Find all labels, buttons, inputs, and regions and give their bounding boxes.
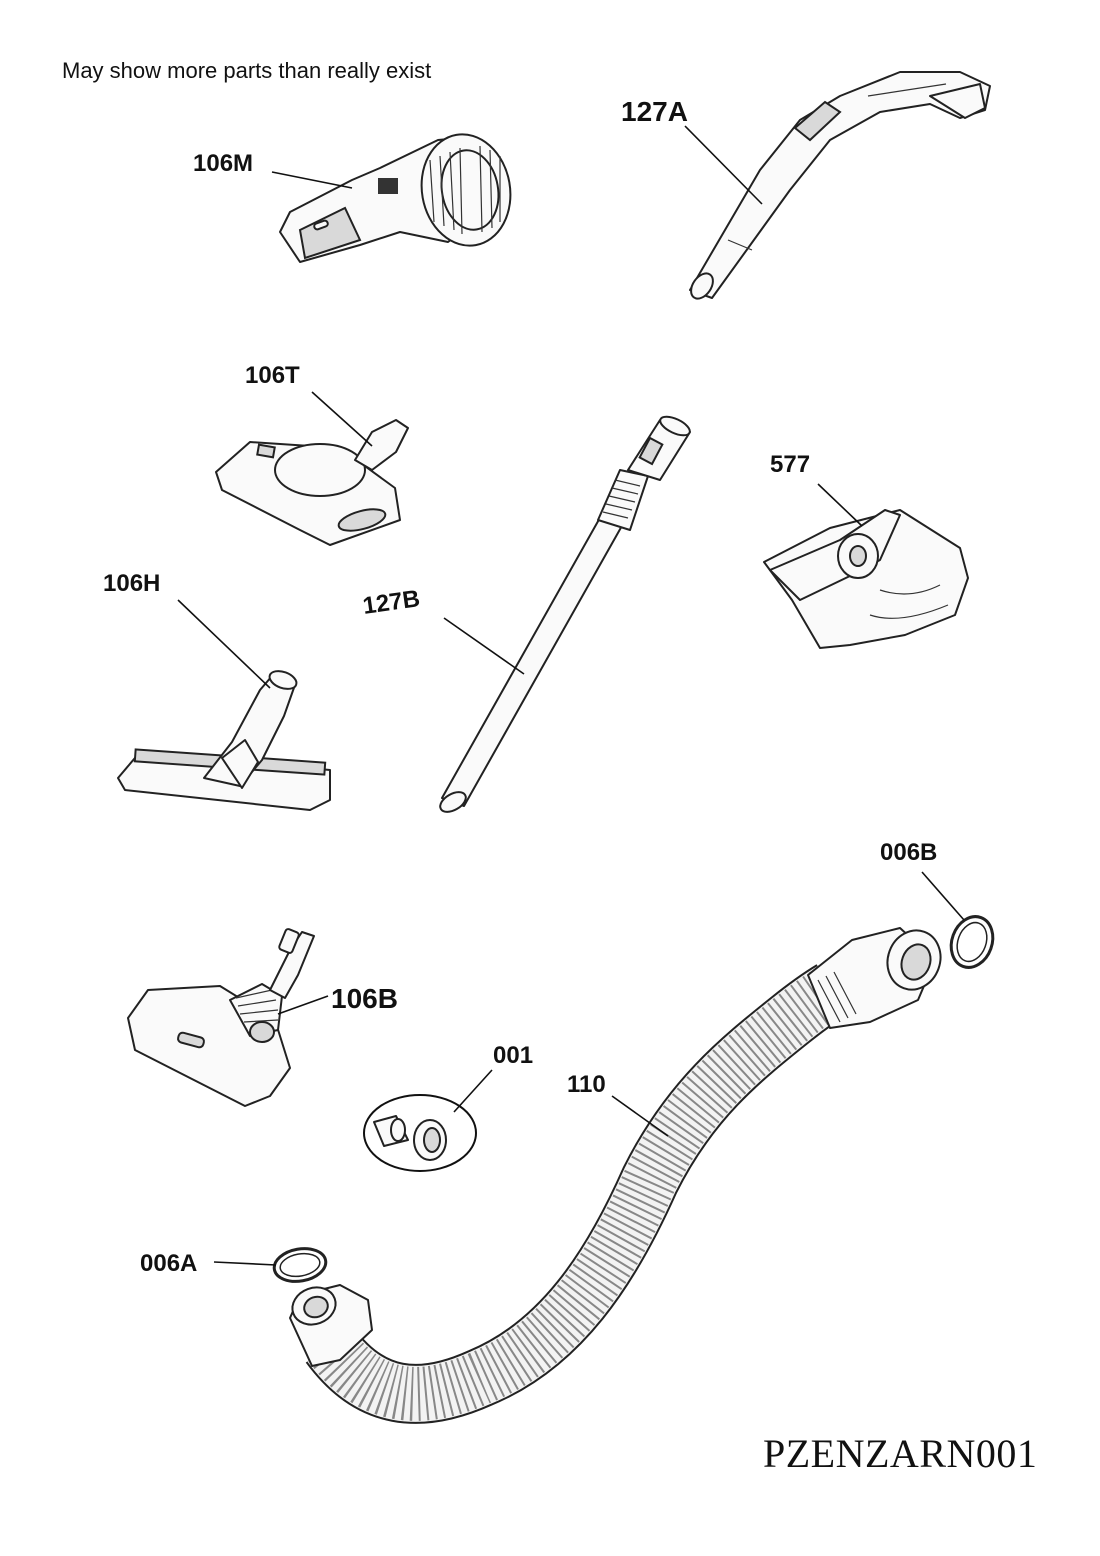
diagram-code: PZENZARN001 [763, 1431, 1038, 1476]
label-127A: 127A [621, 96, 688, 127]
label-106H: 106H [103, 570, 160, 597]
part-106M-combination-nozzle[interactable] [279, 127, 519, 263]
part-106B-floor-nozzle[interactable] [127, 928, 315, 1107]
part-006A-seal-ring[interactable] [272, 1245, 329, 1286]
part-127B-telescopic-tube[interactable] [437, 413, 693, 816]
part-001-filter-set[interactable] [363, 1094, 477, 1172]
part-110-suction-hose[interactable] [287, 923, 949, 1424]
label-127B: 127B [361, 585, 422, 620]
label-577: 577 [770, 451, 810, 478]
label-110: 110 [567, 1071, 606, 1098]
leader-lines [177, 125, 965, 1266]
part-106T-turbo-nozzle[interactable] [215, 419, 409, 546]
part-577-dust-bag[interactable] [763, 509, 969, 649]
label-001: 001 [493, 1042, 533, 1069]
label-006A: 006A [140, 1250, 197, 1277]
label-106T: 106T [245, 362, 300, 389]
header-note: May show more parts than really exist [62, 58, 432, 83]
part-106H-hard-floor-nozzle[interactable] [117, 668, 331, 811]
part-labels: 106M 127A 106T 577 106H 127B 006B 106B 0… [103, 96, 937, 1277]
label-106B: 106B [331, 983, 398, 1014]
label-106M: 106M [193, 150, 253, 177]
label-006B: 006B [880, 839, 937, 866]
part-006B-seal-ring[interactable] [944, 911, 999, 974]
part-127A-handle[interactable] [687, 71, 991, 303]
